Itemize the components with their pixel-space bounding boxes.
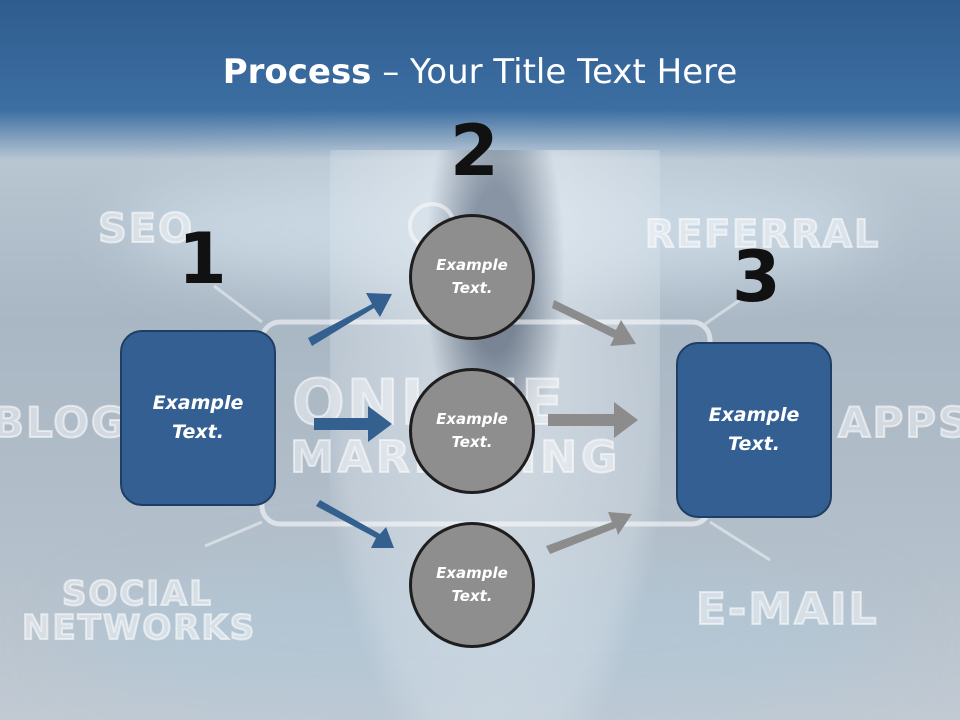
- arrow-gray-down: [552, 300, 636, 346]
- step-number-1: 1: [178, 218, 227, 300]
- arrow-blue-middle: [314, 406, 392, 442]
- arrow-blue-up: [308, 293, 392, 346]
- process-circle-top[interactable]: Example Text.: [409, 214, 535, 340]
- arrow-gray-up: [546, 512, 632, 554]
- bg-word-blog: BLOG: [0, 397, 128, 448]
- bg-word-email: E-MAIL: [695, 583, 879, 636]
- bg-word-referral: REFERRAL: [644, 211, 881, 257]
- process-circle-bottom[interactable]: Example Text.: [409, 522, 535, 648]
- circle-middle-line2: Text.: [451, 433, 493, 451]
- box-1-line1: Example: [152, 392, 244, 414]
- circle-middle-text: Example Text.: [412, 408, 532, 454]
- circle-bottom-line2: Text.: [451, 587, 493, 605]
- box-3-text: Example Text.: [678, 401, 830, 459]
- slide-title: Process – Your Title Text Here: [0, 52, 960, 92]
- process-circle-middle[interactable]: Example Text.: [409, 368, 535, 494]
- step-number-3: 3: [732, 236, 781, 318]
- circle-middle-line1: Example: [436, 410, 508, 428]
- circle-bottom-text: Example Text.: [412, 562, 532, 608]
- title-rest: – Your Title Text Here: [371, 52, 738, 92]
- arrow-gray-middle: [548, 402, 638, 438]
- box-1-line2: Text.: [172, 421, 224, 443]
- bg-word-networks: NETWORKS: [21, 607, 257, 649]
- circle-top-line2: Text.: [451, 279, 493, 297]
- box-3-line1: Example: [708, 404, 800, 426]
- circle-bottom-line1: Example: [436, 564, 508, 582]
- circle-top-text: Example Text.: [412, 254, 532, 300]
- box-1-text: Example Text.: [122, 389, 274, 447]
- circle-top-line1: Example: [436, 256, 508, 274]
- box-3-line2: Text.: [728, 433, 780, 455]
- bg-word-seo: SEO: [97, 205, 195, 253]
- process-box-1[interactable]: Example Text.: [120, 330, 276, 506]
- arrow-blue-down: [316, 500, 394, 548]
- process-box-3[interactable]: Example Text.: [676, 342, 832, 518]
- step-number-2: 2: [450, 110, 499, 192]
- bg-word-apps: APPS: [837, 397, 960, 448]
- bg-word-social: SOCIAL: [61, 573, 213, 615]
- title-bold: Process: [222, 52, 372, 92]
